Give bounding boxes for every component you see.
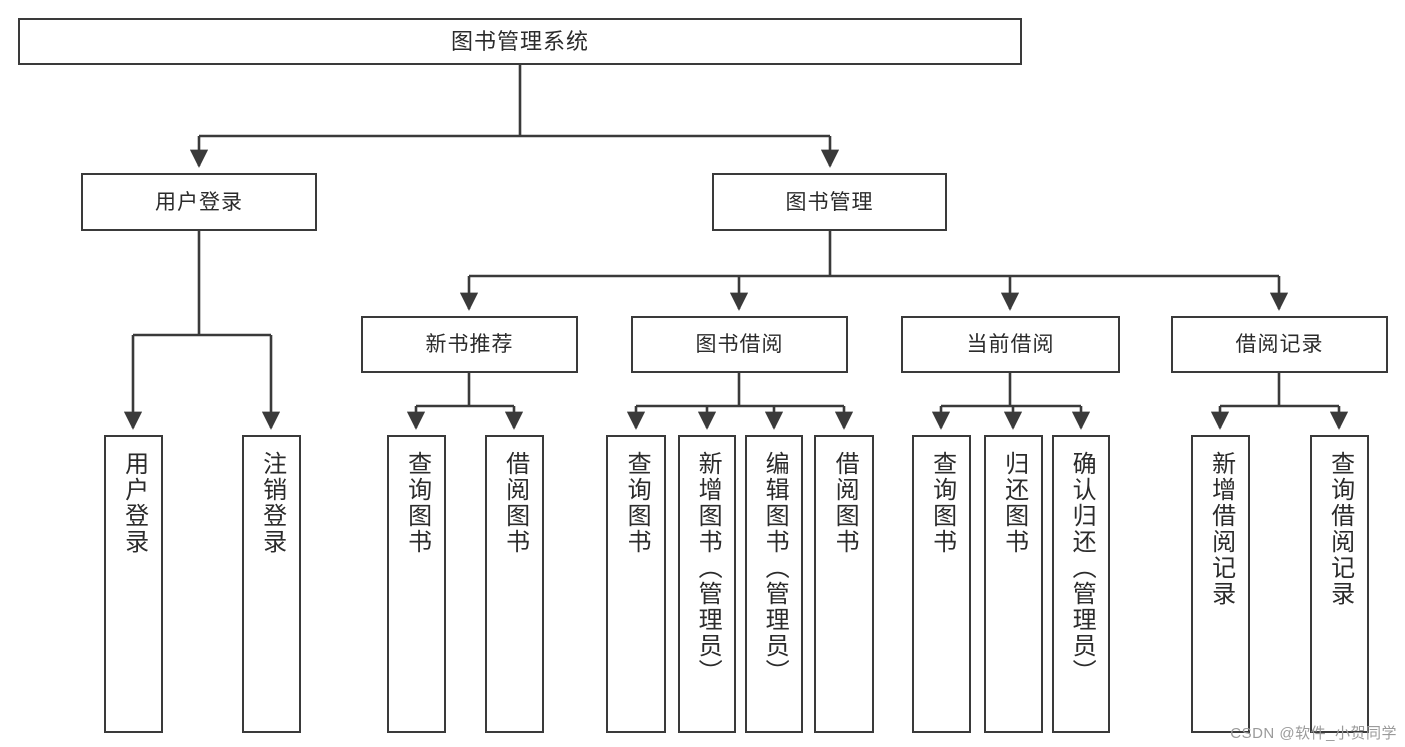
- leaf-confirm-return[interactable]: 确认归还（管理员）: [1052, 435, 1110, 733]
- node-root[interactable]: 图书管理系统: [18, 18, 1022, 65]
- leaf-query-record-label: 查询借阅记录: [1326, 451, 1354, 607]
- leaf-query-book-1[interactable]: 查询图书: [387, 435, 446, 733]
- node-borrow-record[interactable]: 借阅记录: [1171, 316, 1388, 373]
- leaf-user-login-label: 用户登录: [120, 451, 148, 555]
- leaf-query-book-3-label: 查询图书: [928, 451, 956, 555]
- leaf-edit-book-label: 编辑图书（管理员）: [761, 451, 789, 685]
- leaf-query-book-1-label: 查询图书: [403, 451, 431, 555]
- leaf-user-logout[interactable]: 注销登录: [242, 435, 301, 733]
- node-current-borrow[interactable]: 当前借阅: [901, 316, 1120, 373]
- node-user-login[interactable]: 用户登录: [81, 173, 317, 231]
- watermark: CSDN @软件_小贺同学: [1230, 725, 1397, 742]
- leaf-query-book-3[interactable]: 查询图书: [912, 435, 971, 733]
- leaf-return-book[interactable]: 归还图书: [984, 435, 1043, 733]
- leaf-query-book-2-label: 查询图书: [623, 451, 651, 555]
- node-new-book-recommend-label: 新书推荐: [425, 333, 514, 356]
- node-book-manage-label: 图书管理: [785, 190, 874, 214]
- leaf-borrow-book-2-label: 借阅图书: [831, 451, 859, 555]
- node-book-borrow-label: 图书借阅: [695, 333, 784, 356]
- leaf-add-book-label: 新增图书（管理员）: [694, 451, 722, 685]
- leaf-borrow-book-2[interactable]: 借阅图书: [814, 435, 874, 733]
- leaf-add-record[interactable]: 新增借阅记录: [1191, 435, 1250, 733]
- node-root-label: 图书管理系统: [450, 28, 589, 54]
- leaf-borrow-book-1-label: 借阅图书: [501, 451, 529, 555]
- leaf-user-logout-label: 注销登录: [258, 451, 286, 555]
- leaf-return-book-label: 归还图书: [1000, 451, 1028, 555]
- leaf-edit-book[interactable]: 编辑图书（管理员）: [745, 435, 803, 733]
- leaf-add-record-label: 新增借阅记录: [1207, 451, 1235, 607]
- node-borrow-record-label: 借阅记录: [1235, 333, 1324, 356]
- leaf-query-book-2[interactable]: 查询图书: [606, 435, 666, 733]
- leaf-add-book[interactable]: 新增图书（管理员）: [678, 435, 736, 733]
- leaf-confirm-return-label: 确认归还（管理员）: [1068, 451, 1096, 685]
- node-current-borrow-label: 当前借阅: [966, 333, 1055, 356]
- leaf-user-login[interactable]: 用户登录: [104, 435, 163, 733]
- leaf-borrow-book-1[interactable]: 借阅图书: [485, 435, 544, 733]
- leaf-query-record[interactable]: 查询借阅记录: [1310, 435, 1369, 733]
- node-user-login-label: 用户登录: [155, 190, 243, 214]
- node-book-manage[interactable]: 图书管理: [712, 173, 947, 231]
- node-book-borrow[interactable]: 图书借阅: [631, 316, 848, 373]
- node-new-book-recommend[interactable]: 新书推荐: [361, 316, 578, 373]
